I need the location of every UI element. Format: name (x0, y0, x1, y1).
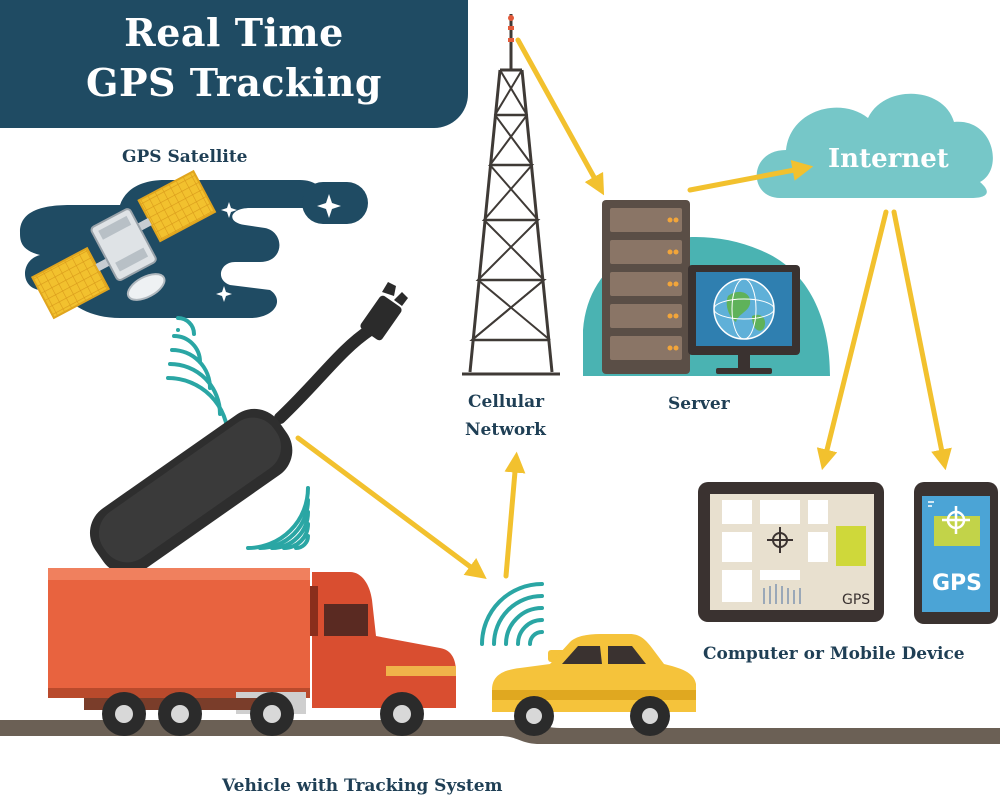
gps-tracker-device-icon (89, 282, 408, 575)
tracker-signal-waves (246, 486, 310, 550)
label-devices: Computer or Mobile Device (703, 644, 965, 664)
tablet-gps-text: GPS (842, 592, 870, 608)
road (0, 720, 1000, 744)
arrow-internet-to-tablet (816, 209, 889, 471)
title-line-1: Real Time (124, 10, 344, 55)
satellite-signal-waves (166, 316, 230, 440)
title-line-2: GPS Tracking (86, 60, 382, 105)
tablet-device-icon (698, 482, 884, 622)
label-vehicle: Vehicle with Tracking System (222, 776, 503, 796)
arrow-car-to-tower (503, 451, 526, 579)
title-banner: Real Time GPS Tracking (0, 0, 468, 128)
arrow-internet-to-phone (891, 209, 952, 471)
flow-arrows (295, 37, 952, 580)
car-signal-waves (480, 582, 544, 646)
label-internet: Internet (828, 144, 949, 174)
label-server: Server (668, 394, 730, 414)
phone-device-icon (914, 482, 998, 624)
gps-satellite-icon (30, 169, 217, 320)
arrow-tracker-to-car (295, 435, 487, 580)
phone-gps-text: GPS (932, 571, 982, 596)
taxi-car-icon (492, 634, 696, 736)
label-cellular-line1: Cellular (468, 392, 545, 412)
internet-cloud-icon (756, 93, 993, 198)
monitor-globe-icon (688, 265, 800, 374)
arrow-tower-to-server (515, 37, 605, 196)
cell-tower-icon (462, 14, 560, 376)
label-gps-satellite: GPS Satellite (122, 147, 248, 167)
label-cellular-line2: Network (465, 420, 546, 440)
arrow-server-to-internet (687, 160, 814, 193)
truck-icon (48, 568, 456, 736)
